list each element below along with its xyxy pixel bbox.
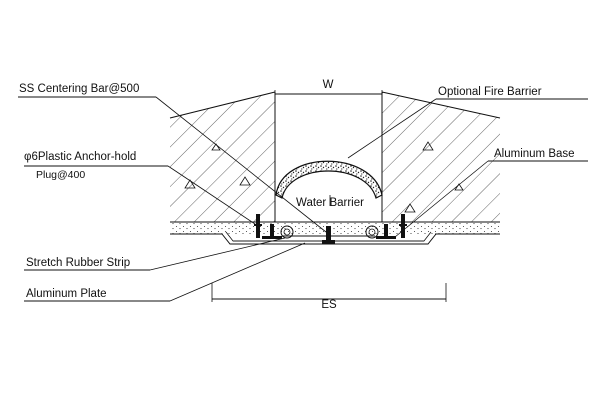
aluminum-base-label: Aluminum Base [494, 148, 575, 160]
leader-lines [18, 96, 588, 302]
stretch-rubber-strip-label: Stretch Rubber Strip [26, 257, 130, 269]
expansion-span-label: ES [321, 299, 337, 311]
floor-screed-layer [170, 221, 500, 235]
fire-barrier-arc [275, 160, 383, 199]
aluminum-plate-label: Aluminum Plate [26, 288, 107, 300]
gap-width-dimension: W [274, 79, 383, 110]
ss-centering-bar-label: SS Centering Bar@500 [19, 83, 139, 95]
expansion-span-dimension: ES [211, 283, 447, 311]
optional-fire-barrier-label: Optional Fire Barrier [438, 86, 542, 98]
gap-width-label: W [323, 79, 334, 91]
centering-bar [322, 226, 335, 244]
plastic-anchor-label-line1: φ6Plastic Anchor-hold [24, 151, 136, 163]
plastic-anchor-label-line2: Plug@400 [36, 169, 85, 181]
rubber-strip-rollers [280, 225, 379, 239]
left-concrete-slab [169, 91, 276, 222]
water-barrier-label: Water Barrier [296, 197, 364, 209]
right-concrete-slab [381, 91, 501, 222]
